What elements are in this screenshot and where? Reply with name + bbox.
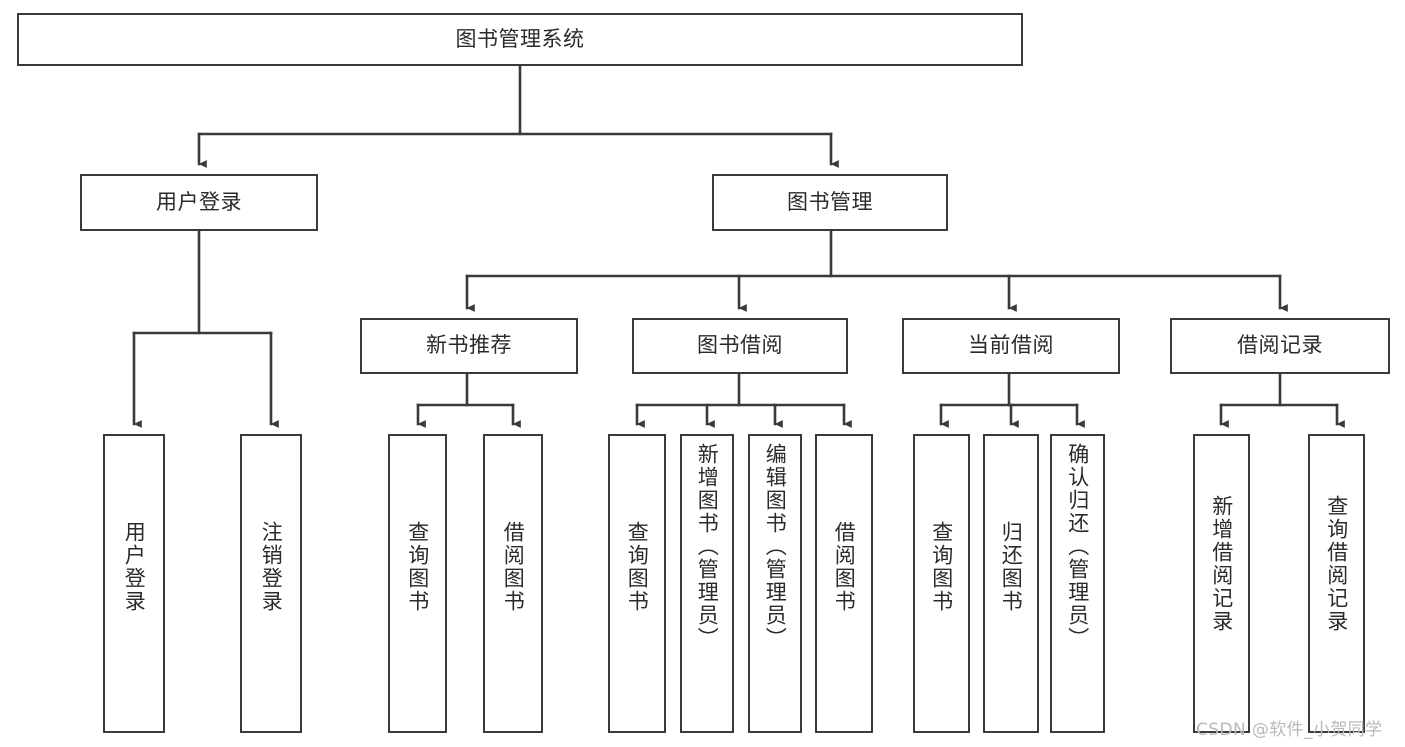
node-label: 图书管理系统 xyxy=(455,26,585,51)
node-label: 注销登录 xyxy=(259,521,284,613)
node-leaf-borrow-book[interactable]: 借阅图书 xyxy=(815,434,873,733)
node-leaf-confirm-return-admin[interactable]: 确认归还（管理员） xyxy=(1050,434,1105,733)
node-label: 新增借阅记录 xyxy=(1209,495,1234,633)
node-label: 图书管理 xyxy=(787,189,873,214)
node-label: 新书推荐 xyxy=(426,333,512,358)
node-leaf-logout[interactable]: 注销登录 xyxy=(240,434,302,733)
node-label: 归还图书 xyxy=(999,521,1024,613)
node-book-borrow[interactable]: 图书借阅 xyxy=(632,318,848,374)
node-leaf-add-book-admin[interactable]: 新增图书（管理员） xyxy=(680,434,734,733)
node-label: 确认归还（管理员） xyxy=(1065,443,1090,650)
node-label: 新增图书（管理员） xyxy=(695,443,720,650)
node-label: 借阅图书 xyxy=(501,521,526,613)
node-label: 查询借阅记录 xyxy=(1324,495,1349,633)
node-leaf-edit-book-admin[interactable]: 编辑图书（管理员） xyxy=(748,434,802,733)
node-leaf-query-borrow-record[interactable]: 查询借阅记录 xyxy=(1308,434,1365,733)
node-leaf-query-book-recommend[interactable]: 查询图书 xyxy=(388,434,447,733)
node-leaf-return-book[interactable]: 归还图书 xyxy=(983,434,1039,733)
node-borrow-record[interactable]: 借阅记录 xyxy=(1170,318,1390,374)
node-label: 编辑图书（管理员） xyxy=(763,443,788,650)
node-label: 查询图书 xyxy=(929,521,954,613)
node-label: 借阅图书 xyxy=(832,521,857,613)
node-user-login[interactable]: 用户登录 xyxy=(80,174,318,231)
node-label: 用户登录 xyxy=(122,521,147,613)
node-label: 借阅记录 xyxy=(1237,333,1323,358)
node-leaf-user-login[interactable]: 用户登录 xyxy=(103,434,165,733)
node-label: 用户登录 xyxy=(156,189,242,214)
node-current-borrow[interactable]: 当前借阅 xyxy=(902,318,1120,374)
node-leaf-borrow-book-recommend[interactable]: 借阅图书 xyxy=(483,434,543,733)
node-label: 查询图书 xyxy=(625,521,650,613)
node-label: 当前借阅 xyxy=(968,333,1054,358)
node-leaf-query-book-borrow[interactable]: 查询图书 xyxy=(608,434,666,733)
node-leaf-add-borrow-record[interactable]: 新增借阅记录 xyxy=(1193,434,1250,733)
node-new-book-recommend[interactable]: 新书推荐 xyxy=(360,318,578,374)
node-leaf-query-book-current[interactable]: 查询图书 xyxy=(913,434,970,733)
csdn-watermark: CSDN @软件_小贺同学 xyxy=(1196,720,1383,740)
node-label: 图书借阅 xyxy=(697,333,783,358)
node-root-system[interactable]: 图书管理系统 xyxy=(17,13,1023,66)
node-label: 查询图书 xyxy=(405,521,430,613)
node-book-management[interactable]: 图书管理 xyxy=(712,174,948,231)
